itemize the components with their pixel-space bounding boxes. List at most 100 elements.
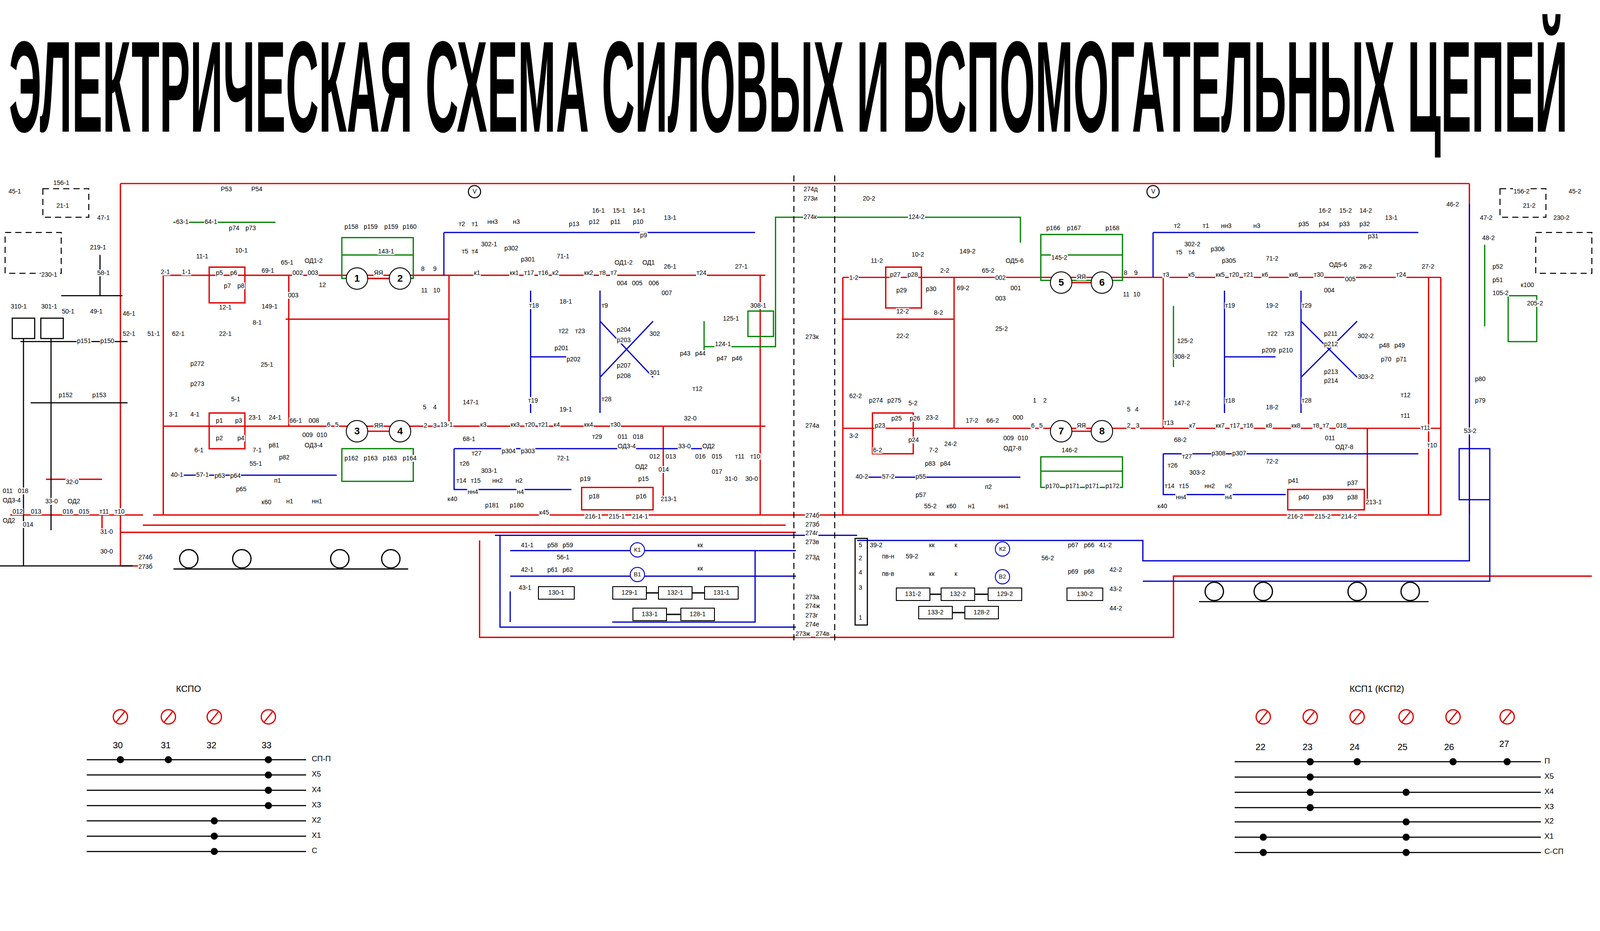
component-label: р37	[1346, 479, 1359, 487]
component-label: 13-1	[439, 421, 454, 429]
component-label: т11	[1420, 424, 1431, 432]
component-label: р209	[1261, 347, 1277, 354]
node-text: 133-1	[641, 610, 659, 618]
component-label: 8	[1123, 269, 1128, 277]
component-label: р52	[1492, 263, 1504, 271]
component-label: 62-1	[171, 330, 185, 338]
component-label: 2	[858, 554, 863, 562]
component-label: 124-2	[907, 213, 925, 221]
node-text: 1	[354, 273, 360, 284]
component-label: р172	[1105, 482, 1120, 490]
component-label: р68	[1083, 568, 1095, 576]
component-label: 213-1	[660, 495, 678, 503]
connector-wire	[368, 430, 389, 433]
component-label: КСПО	[175, 683, 202, 694]
component-label: 011	[2, 487, 13, 495]
component-label: 003	[287, 292, 299, 299]
component-label: р275	[886, 397, 902, 405]
component-label: р2	[215, 434, 224, 442]
component-label: 33	[261, 740, 272, 751]
component-label: т2	[458, 220, 466, 228]
component-label: 71-2	[1265, 255, 1279, 263]
component-label: Х1	[311, 831, 322, 841]
component-label: т4	[471, 248, 479, 255]
component-label: 005	[631, 279, 643, 287]
component-label: р171	[1065, 482, 1080, 490]
component-label: т1	[1202, 222, 1210, 230]
component-label: 004	[1323, 287, 1335, 294]
component-label: р64	[229, 472, 241, 480]
component-label: р303	[520, 447, 536, 455]
component-label: 26	[1443, 742, 1455, 753]
component-label: 1-2	[848, 274, 859, 282]
component-label: 147-1	[462, 399, 480, 406]
component-label: 8-1	[252, 319, 263, 327]
component-label: 105-2	[1492, 289, 1510, 297]
component-label: 000	[1012, 414, 1024, 422]
component-label: 23	[1302, 742, 1313, 753]
component-label: 21-1	[55, 202, 70, 210]
component-label: р274	[868, 397, 884, 405]
component-label: 68-1	[462, 435, 476, 443]
component-label: т9	[601, 302, 609, 310]
resistor-box: 131-1	[704, 586, 739, 600]
connector-wire	[975, 593, 988, 596]
component-label: 205-2	[1526, 300, 1544, 307]
component-label: т10	[749, 453, 761, 461]
component-label: р46	[731, 355, 743, 362]
component-label: к100	[1520, 281, 1535, 289]
node-text: В2	[998, 573, 1007, 581]
component-label: 13-1	[663, 214, 677, 222]
component-label: ОД2	[67, 498, 81, 505]
component-label: 016	[694, 453, 706, 461]
component-label: 016	[62, 508, 74, 516]
component-label: р163	[363, 455, 379, 462]
component-label: р40	[1298, 494, 1310, 501]
component-label: 215-1	[608, 513, 626, 521]
component-label: 219-1	[89, 244, 107, 251]
component-label: 23-1	[248, 414, 262, 422]
component-label: 41-1	[520, 541, 534, 549]
traction-motor: 2	[388, 267, 412, 290]
component-label: р301	[520, 256, 536, 263]
component-label: р150	[99, 337, 115, 345]
component-label: 125-2	[1176, 337, 1194, 345]
component-label: к8	[1265, 422, 1273, 430]
component-label: П	[1544, 757, 1551, 766]
traction-motor: 6	[1090, 271, 1114, 294]
traction-motor: 1	[345, 267, 369, 290]
component-label: ОД7-8	[1002, 445, 1022, 452]
component-label: р80	[1474, 375, 1486, 383]
node-text: 128-1	[689, 610, 706, 618]
component-label: р151	[76, 337, 92, 345]
component-label: 018	[632, 433, 644, 441]
component-label: 273б	[804, 521, 820, 529]
component-label: 3	[432, 422, 438, 430]
component-label: 47-1	[96, 214, 111, 222]
component-label: 8-2	[933, 309, 944, 317]
component-label: р38	[1346, 494, 1359, 501]
component-label: 302-2	[1183, 240, 1201, 248]
component-label: 012	[12, 508, 24, 516]
component-label: 125-1	[722, 315, 740, 323]
component-label: 3	[858, 584, 863, 592]
component-label: Х2	[1544, 817, 1555, 826]
component-label: р153	[91, 391, 107, 399]
component-label: 018	[1335, 422, 1347, 430]
component-label: нн1	[311, 498, 323, 505]
component-label: т23	[1283, 330, 1295, 338]
component-label: т20	[1228, 271, 1240, 279]
component-label: 9	[432, 265, 438, 273]
component-label: 66-1	[288, 417, 303, 425]
component-label: р6	[229, 269, 238, 277]
component-label: р33	[1338, 220, 1351, 228]
component-label: 32-0	[683, 415, 697, 422]
component-label: 24-2	[943, 440, 958, 448]
connector-label: ЯЯ	[373, 422, 384, 430]
component-label: р24	[907, 436, 920, 444]
component-label: 45-2	[1568, 188, 1582, 195]
component-label: р210	[1278, 347, 1294, 354]
component-label: 002	[994, 274, 1007, 282]
component-label: 59-2	[905, 553, 919, 560]
component-label: Х2	[311, 816, 322, 826]
